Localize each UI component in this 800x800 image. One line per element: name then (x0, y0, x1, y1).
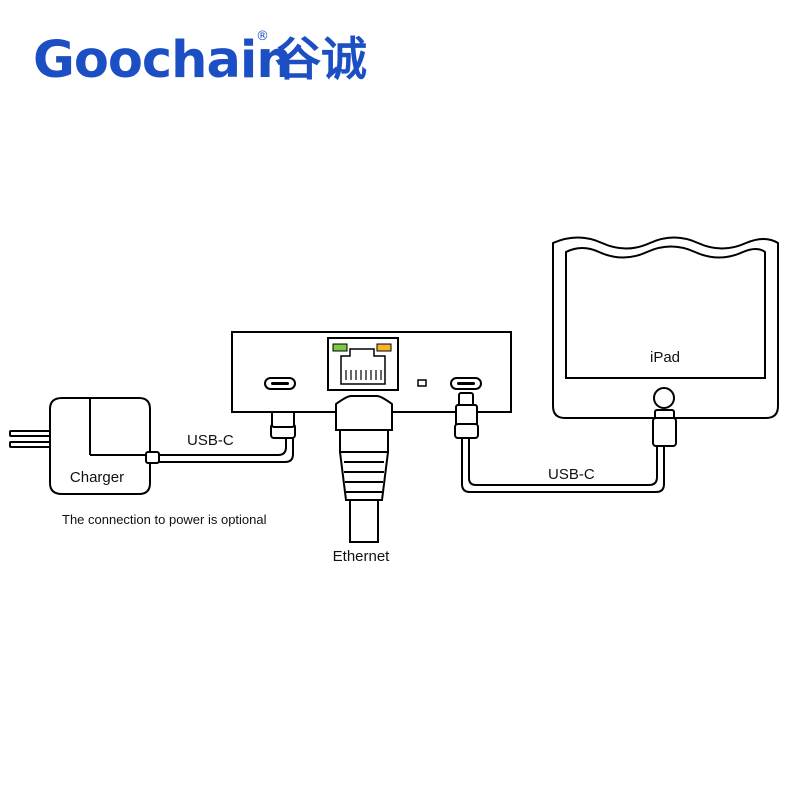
brand-chinese-name: 谷诚 (275, 32, 367, 86)
wall-plug-prongs-icon (9, 430, 53, 448)
status-indicator (417, 379, 427, 387)
left-cable-label: USB-C (187, 432, 234, 449)
usb-c-plug-icon (454, 392, 479, 439)
right-cable-label: USB-C (548, 466, 595, 483)
rj45-port-icon (327, 337, 399, 391)
brand-logo: Goochain ® 谷诚 (33, 29, 367, 90)
ipad-screen (565, 245, 766, 379)
right-usb-c-cable (461, 438, 665, 493)
ethernet-label: Ethernet (333, 548, 391, 565)
charger-body (49, 397, 151, 495)
left-usb-c-cable (159, 438, 294, 463)
ipad (552, 236, 779, 447)
brand-name: Goochain (33, 31, 292, 90)
rj45-plug-icon (335, 395, 393, 543)
registered-mark: ® (256, 29, 269, 44)
power-note: The connection to power is optional (62, 512, 267, 527)
ipad-label: iPad (650, 349, 680, 366)
home-button-icon (653, 387, 675, 409)
charger (9, 397, 160, 495)
charger-label: Charger (70, 469, 124, 486)
